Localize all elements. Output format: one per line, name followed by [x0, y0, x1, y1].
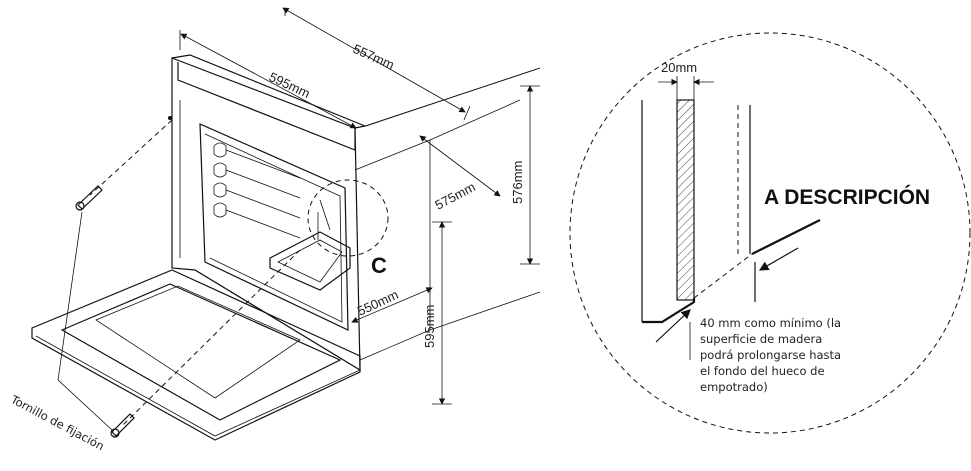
screw-bottom-icon [110, 413, 135, 438]
dimension-595-height: 595mm [422, 221, 452, 405]
wood-panel [676, 99, 695, 301]
note-line: empotrado) [700, 380, 768, 394]
note-text: 40 mm como mínimo (la superficie de made… [700, 316, 841, 394]
dimension-550: 550mm [351, 287, 433, 323]
dimension-595-front: 595mm [180, 33, 357, 129]
dimension-label: 550mm [355, 287, 401, 319]
screw-path-top [89, 119, 173, 196]
dimension-576: 576mm [510, 85, 540, 265]
cabinet-outline [354, 139, 431, 361]
oven-door [31, 269, 361, 441]
dimension-label: 595mm [422, 305, 437, 348]
detail-circle-c [307, 179, 389, 257]
dimension-label: 576mm [510, 161, 525, 204]
oven-door-glass [60, 283, 342, 421]
note-line: podrá prolongarse hasta [700, 348, 841, 362]
detail-marker-c: C [371, 253, 387, 278]
dimension-label: 575mm [432, 179, 477, 213]
screw-top-icon [75, 185, 103, 211]
oven-tray [269, 231, 351, 291]
note-line: superficie de madera [700, 332, 822, 346]
note-line: el fondo del hueco de [700, 364, 825, 378]
screw-label: Tornillo de fijación [8, 392, 107, 453]
dimension-557: 557mm [179, 7, 471, 121]
dimension-label: 557mm [351, 41, 397, 72]
detail-view [569, 32, 971, 434]
detail-circle [569, 32, 971, 434]
oven-drawing [31, 54, 541, 441]
dimension-gap-label: 20mm [661, 60, 697, 75]
oven-cavity [199, 123, 349, 331]
note-line: 40 mm como mínimo (la [700, 316, 841, 330]
detail-title: A DESCRIPCIÓN [764, 185, 930, 209]
oven-front-frame [171, 57, 361, 372]
screw-path-bottom [121, 249, 301, 427]
